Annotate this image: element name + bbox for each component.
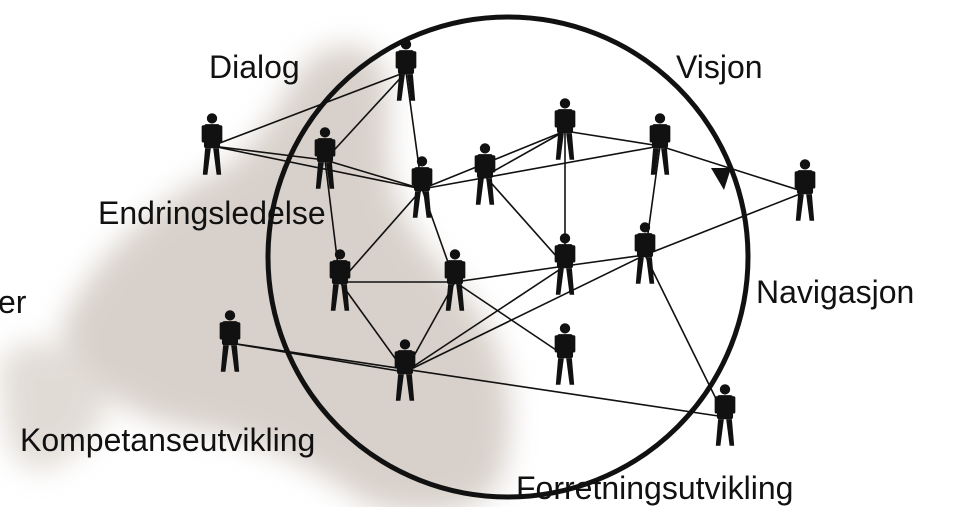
person-icon [649,113,671,175]
connection-line [644,254,726,418]
connection-line [484,130,566,177]
clockwise-arrow-icon [711,168,731,190]
person-icon [474,143,496,205]
connection-line [339,188,423,283]
background-figure-shape [0,342,106,470]
connection-line [404,265,566,373]
connection-line [229,342,726,418]
person-icon [794,159,816,221]
connection-line [421,145,661,190]
connection-line [454,265,566,283]
person-icon [411,156,433,218]
connection-line [454,281,566,357]
connection-line [324,159,423,190]
connection-line [211,145,326,161]
person-icon [554,233,576,295]
connection-line [404,254,646,373]
person-icon [554,323,576,385]
connection-line [644,191,806,256]
person-icon [634,222,656,284]
connection-line [564,254,646,267]
background-silhouette [0,46,510,512]
connection-line [339,281,406,373]
connection-line [484,175,566,267]
central-circle [265,14,751,500]
person-icon [201,113,223,175]
connection-line [659,145,806,193]
person-icon [714,384,736,446]
connection-line [211,145,423,190]
connection-line [564,130,661,147]
background-figure-shape [60,46,510,512]
person-icon [395,39,417,101]
connection-line [211,71,407,147]
connection-line [324,71,407,161]
